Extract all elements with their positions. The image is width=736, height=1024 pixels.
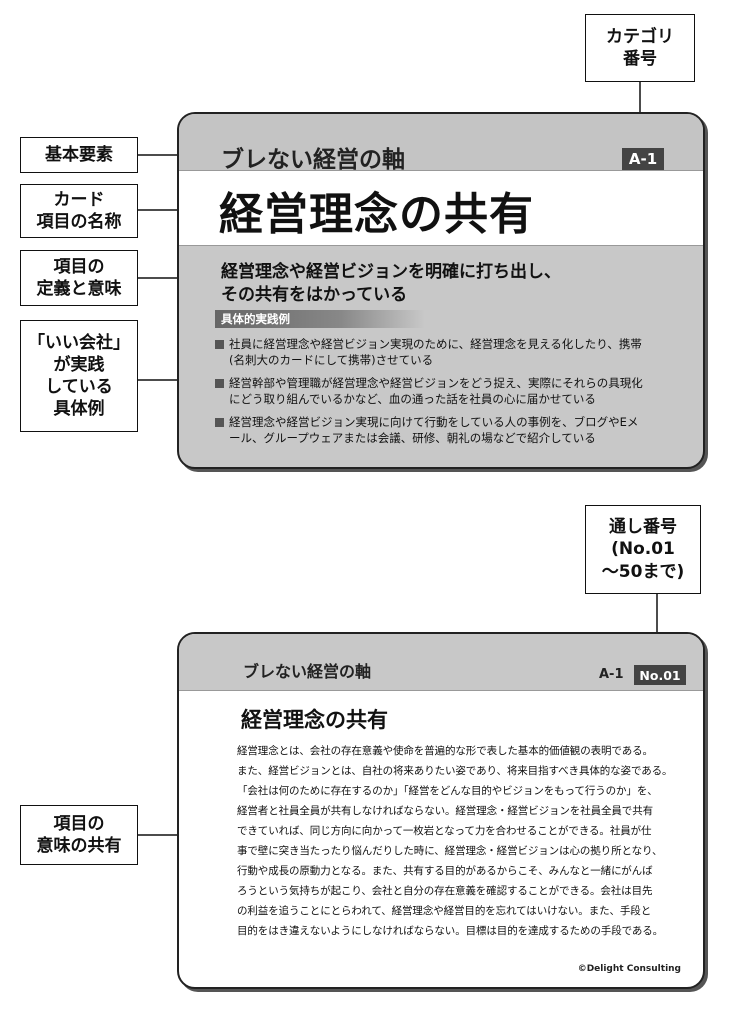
body-line: ろうという気持ちが起こり、会社と自分の存在意義を確認することができる。会社は目先 <box>237 885 653 897</box>
body-line: できていれば、同じ方向に向かって一枚岩となって力を合わせることができる。社員が仕 <box>237 825 652 837</box>
example-item-2: 経営幹部や管理職が経営理念や経営ビジョンをどう捉え、実際にそれらの具現化 にどう… <box>215 375 643 407</box>
label-basic-element: 基本要素 <box>20 137 138 173</box>
card-back-category-band <box>179 634 703 691</box>
body-line: 経営理念とは、会社の存在意義や使命を普遍的な形で表した基本的価値観の表明である。 <box>237 745 653 757</box>
card-back-code: A-1 <box>599 667 624 682</box>
bullet-square-icon <box>215 418 224 427</box>
body-line: 経営者と社員全員が共有しなければならない。経営理念・経営ビジョンを社員全員で共有 <box>237 805 653 817</box>
label-category-number: カテゴリ 番号 <box>585 14 695 82</box>
bullet-square-icon <box>215 340 224 349</box>
example-3-line-2: ール、グループウェアまたは会議、研修、朝礼の場などで紹介している <box>229 431 596 445</box>
example-item-3: 経営理念や経営ビジョン実現に向けて行動をしている人の事例を、ブログやEメ ール、… <box>215 414 638 446</box>
example-1-line-2: (名刺大のカードにして携帯)させている <box>229 353 434 367</box>
label-item-meaning-sharing: 項目の 意味の共有 <box>20 805 138 865</box>
body-line: の利益を追うことにとらわれて、経営理念や経営目的を忘れてはいけない。また、手段と <box>237 905 652 917</box>
body-line: また、経営ビジョンとは、自社の将来ありたい姿であり、将来目指すべき具体的な姿であ… <box>237 765 673 777</box>
card-front-examples-header: 具体的実践例 <box>215 310 425 328</box>
label-item-definition: 項目の 定義と意味 <box>20 250 138 306</box>
example-2-line-1: 経営幹部や管理職が経営理念や経営ビジョンをどう捉え、実際にそれらの具現化 <box>229 376 643 390</box>
body-line: 目的をはき違えないようにしなければならない。目標は目的を達成するための手段である… <box>237 925 664 937</box>
label-serial-number: 通し番号 (No.01 ～50まで) <box>585 505 701 594</box>
card-front-category-band <box>179 114 703 170</box>
body-line: 事で壁に突き当たったり悩んだりした時に、経営理念・経営ビジョンは心の拠り所となり… <box>237 845 663 857</box>
bullet-square-icon <box>215 379 224 388</box>
copyright: ©Delight Consulting <box>577 964 681 974</box>
example-item-1: 社員に経営理念や経営ビジョン実現のために、経営理念を見える化したり、携帯 (名刺… <box>215 336 642 368</box>
card-front-title-band <box>179 170 703 246</box>
example-2-line-2: にどう取り組んでいるかなど、血の通った話を社員の心に届かせている <box>229 392 596 406</box>
card-front: ブレない経営の軸 A-1 経営理念の共有 経営理念や経営ビジョンを明確に打ち出し… <box>177 112 705 469</box>
body-line: 「会社は何のために存在するのか」「経営をどんな目的やビジョンをもって行うのか」を… <box>237 785 658 797</box>
example-1-line-1: 社員に経営理念や経営ビジョン実現のために、経営理念を見える化したり、携帯 <box>229 337 642 351</box>
label-good-company-examples: 「いい会社」 が実践 している 具体例 <box>20 320 138 432</box>
card-back-title: 経営理念の共有 <box>241 708 388 732</box>
card-front-definition-line-1: 経営理念や経営ビジョンを明確に打ち出し、 <box>221 262 561 282</box>
card-front-title: 経営理念の共有 <box>219 189 534 240</box>
example-3-line-1: 経営理念や経営ビジョン実現に向けて行動をしている人の事例を、ブログやEメ <box>229 415 639 429</box>
examples-header-text: 具体的実践例 <box>221 312 290 326</box>
label-card-item-name: カード 項目の名称 <box>20 184 138 238</box>
body-line: 行動や成長の原動力となる。また、共有する目的があるからこそ、みんなと一緒にがんば <box>237 865 653 877</box>
card-back: ブレない経営の軸 A-1 No.01 経営理念の共有 経営理念とは、会社の存在意… <box>177 632 705 989</box>
card-back-category: ブレない経営の軸 <box>243 662 372 681</box>
card-front-code-badge: A-1 <box>622 148 664 170</box>
card-back-serial-badge: No.01 <box>634 665 686 685</box>
card-front-definition-line-2: その共有をはかっている <box>221 285 408 305</box>
card-front-category: ブレない経営の軸 <box>221 147 405 173</box>
